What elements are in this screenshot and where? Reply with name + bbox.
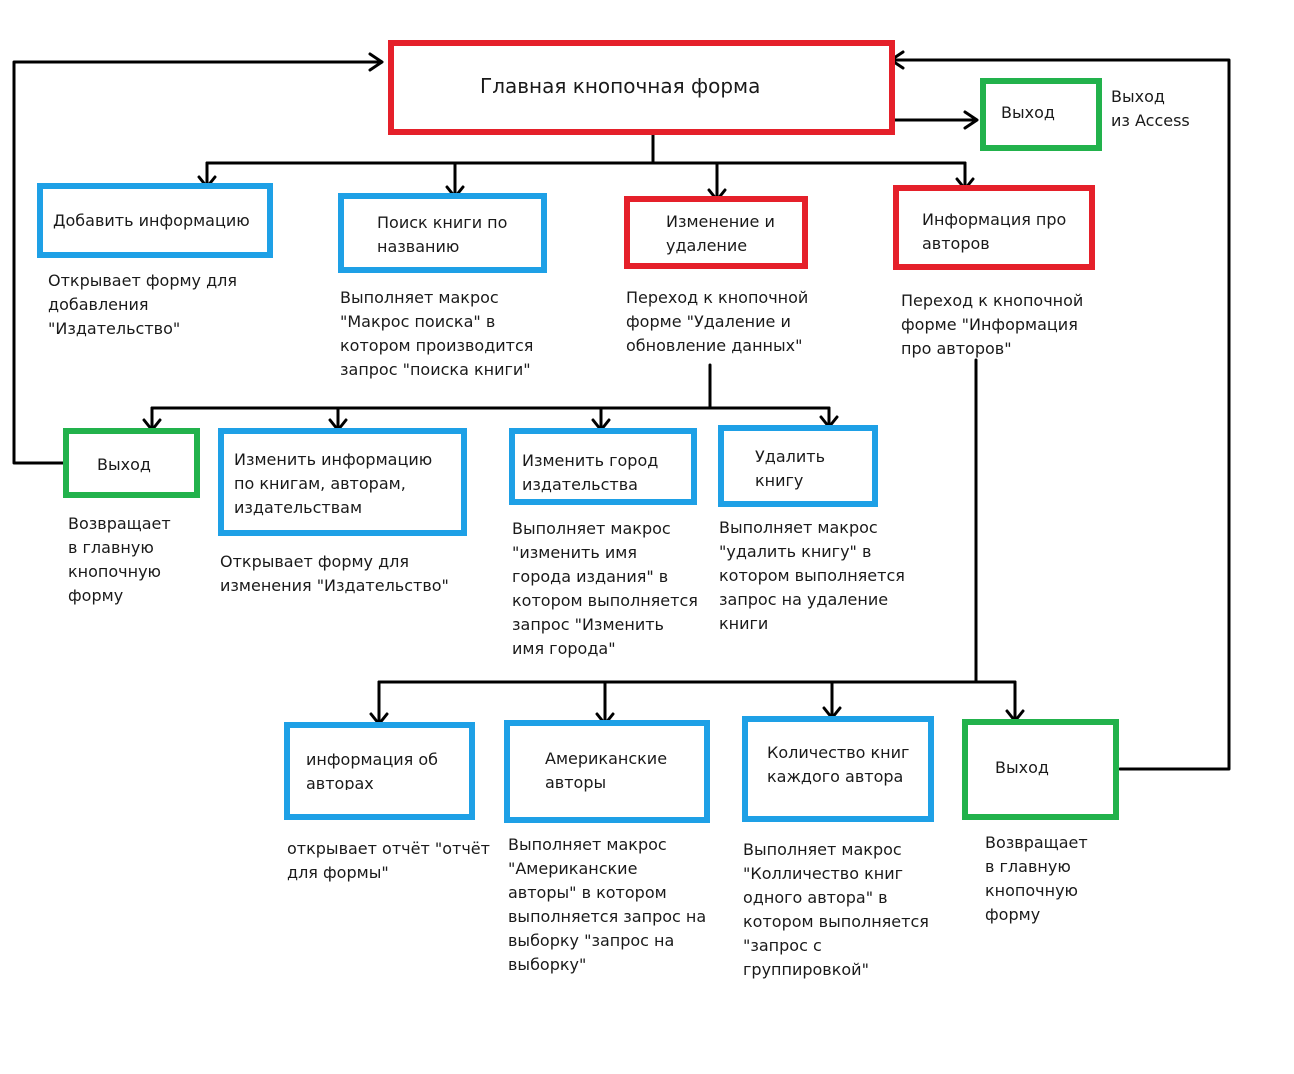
american-authors-box: Американские авторы bbox=[504, 720, 710, 823]
books-count-box: Количество книг каждого автора bbox=[742, 716, 934, 822]
note-add-info: Открывает форму для добавления "Издатель… bbox=[48, 271, 238, 338]
edit-info-label: Изменить информацию по книгам, авторам, … bbox=[234, 450, 433, 517]
exit-bottom-label: Выход bbox=[995, 758, 1049, 777]
note-authors-info: Переход к кнопочной форме "Информация пр… bbox=[901, 291, 1084, 358]
connector-return-right bbox=[891, 58, 1231, 771]
note-exit-left: Возвращает в главную кнопочную форму bbox=[68, 514, 171, 605]
exit-left-label: Выход bbox=[97, 455, 151, 474]
note-american-authors: Выполняет макрос "Американские авторы" в… bbox=[508, 835, 707, 974]
connector-return-left bbox=[12, 60, 382, 465]
exit-left-box: Выход bbox=[63, 428, 200, 498]
search-book-box: Поиск книги по названию bbox=[338, 193, 547, 273]
edit-city-box: Изменить город издательства bbox=[509, 428, 697, 505]
note-search-book: Выполняет макрос "Макрос поиска" в котор… bbox=[340, 288, 534, 379]
authors-info-label: Информация про авторов bbox=[922, 210, 1067, 253]
edit-city-label: Изменить город издательства bbox=[522, 451, 659, 494]
authors-info-box: Информация про авторов bbox=[893, 185, 1095, 270]
edit-info-box: Изменить информацию по книгам, авторам, … bbox=[218, 428, 467, 536]
authors-report-box: информация об авторах bbox=[284, 722, 475, 820]
note-books-count: Выполняет макрос "Колличество книг одног… bbox=[743, 840, 929, 979]
books-count-label: Количество книг каждого автора bbox=[767, 743, 910, 786]
arrow-exit-top bbox=[963, 110, 979, 130]
edit-delete-label: Изменение и удаление bbox=[666, 212, 775, 255]
note-edit-info: Открывает форму для изменения "Издательс… bbox=[220, 552, 449, 595]
edit-delete-box: Изменение и удаление bbox=[624, 196, 808, 269]
note-edit-city: Выполняет макрос "изменить имя города из… bbox=[512, 519, 698, 658]
note-exit-access: Выход из Access bbox=[1111, 87, 1190, 130]
delete-book-box: Удалить книгу bbox=[718, 425, 878, 507]
note-edit-delete: Переход к кнопочной форме "Удаление и об… bbox=[626, 288, 809, 355]
authors-report-label: информация об авторах bbox=[306, 750, 439, 790]
exit-access-box: Выход bbox=[980, 78, 1102, 151]
delete-book-label: Удалить книгу bbox=[755, 447, 825, 490]
add-info-box: Добавить информацию bbox=[37, 183, 273, 258]
arrow-return-left bbox=[368, 52, 384, 72]
main-switchboard-box: Главная кнопочная форма bbox=[388, 40, 895, 135]
exit-access-label: Выход bbox=[1001, 103, 1055, 122]
add-info-label: Добавить информацию bbox=[53, 211, 250, 230]
note-exit-bottom: Возвращает в главную кнопочную форму bbox=[985, 833, 1088, 924]
note-delete-book: Выполняет макрос "удалить книгу" в котор… bbox=[719, 518, 905, 633]
main-switchboard-label: Главная кнопочная форма bbox=[480, 74, 761, 98]
search-book-label: Поиск книги по названию bbox=[377, 213, 508, 256]
note-authors-report: открывает отчёт "отчёт для формы" bbox=[287, 839, 490, 882]
american-authors-label: Американские авторы bbox=[545, 749, 668, 792]
exit-bottom-box: Выход bbox=[962, 719, 1119, 820]
